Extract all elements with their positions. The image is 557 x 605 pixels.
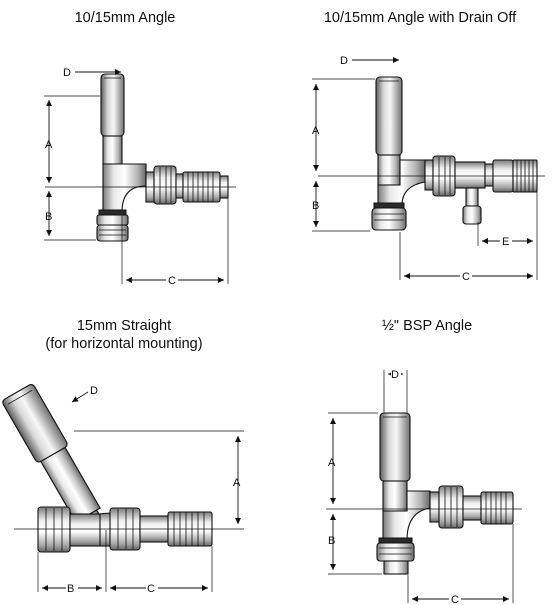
dim-label-c: C	[462, 271, 470, 283]
dim-label-b: B	[328, 535, 335, 547]
dim-label-c: C	[451, 594, 459, 605]
dimensions-straight: D A B C	[37, 385, 244, 595]
dim-label-d: D	[63, 67, 71, 79]
dim-label-c: C	[147, 583, 155, 595]
panel-title-angle-drain-off: 10/15mm Angle with Drain Off	[324, 10, 517, 26]
dim-label-a: A	[45, 139, 53, 151]
dim-label-a: A	[233, 477, 241, 489]
dim-label-b: B	[45, 211, 52, 223]
valve-angle	[45, 73, 236, 242]
dim-label-b: B	[67, 583, 74, 595]
dim-label-a: A	[312, 125, 320, 137]
panel-straight: 15mm Straight (for horizontal mounting)	[2, 318, 244, 595]
dim-label-d: D	[340, 55, 348, 67]
dimensions-bsp-angle: D A B C	[328, 368, 514, 605]
dimensions-angle: D A B C	[44, 67, 229, 287]
panel-angle-drain-off: 10/15mm Angle with Drain Off	[312, 10, 545, 283]
panel-title-straight-line2: (for horizontal mounting)	[45, 336, 202, 352]
panel-title-angle: 10/15mm Angle	[75, 10, 176, 26]
valve-straight	[2, 384, 244, 553]
dim-label-c: C	[168, 275, 176, 287]
panel-title-bsp-angle: ½" BSP Angle	[382, 318, 472, 334]
dim-label-e: E	[502, 236, 509, 248]
dim-label-d: D	[391, 369, 399, 381]
panel-angle: 10/15mm Angle	[44, 10, 236, 287]
dimensions-angle-drain-off: D A B E C	[312, 55, 538, 283]
dim-label-a: A	[328, 457, 336, 469]
valve-bsp-angle	[326, 412, 522, 575]
panel-title-straight-line1: 15mm Straight	[77, 318, 171, 334]
dim-label-b: B	[312, 200, 319, 212]
panel-bsp-angle: ½" BSP Angle	[326, 318, 522, 605]
dim-label-d: D	[90, 385, 98, 397]
valve-angle-drain-off	[318, 76, 545, 231]
